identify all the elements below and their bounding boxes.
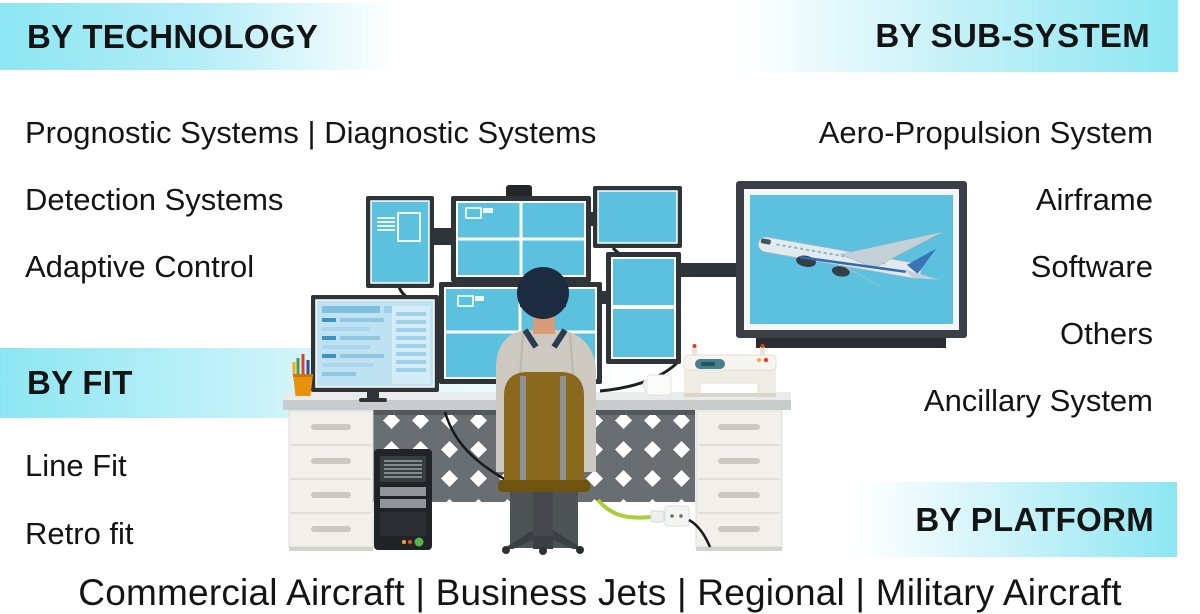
subsystem-item: Others	[1059, 316, 1153, 351]
subsystem-item: Ancillary System	[923, 383, 1153, 418]
monitor-icon-quad-top	[451, 196, 591, 282]
subsystem-item: Aero-Propulsion System	[818, 115, 1153, 150]
monitor-icon-dual-right	[606, 252, 681, 364]
subsystem-item: Airframe	[1035, 182, 1153, 217]
monitor-icon-dashboard	[311, 295, 439, 402]
technology-item: Adaptive Control	[25, 249, 255, 284]
monitor-icon-small-right	[593, 186, 682, 248]
pc-tower-icon	[374, 449, 432, 550]
printer-icon	[683, 344, 777, 397]
platform-items-line: Commercial Aircraft | Business Jets | Re…	[78, 572, 1122, 613]
monitor-icon-portrait	[366, 196, 434, 288]
section-band-technology: BY TECHNOLOGY	[0, 3, 430, 70]
section-band-platform: BY PLATFORM	[856, 482, 1177, 557]
wall-display-icon	[676, 181, 967, 348]
section-title-fit: BY FIT	[27, 364, 133, 401]
section-title-subsystem: BY SUB-SYSTEM	[875, 17, 1150, 54]
workstation-illustration	[283, 181, 967, 555]
section-band-subsystem: BY SUB-SYSTEM	[740, 0, 1178, 72]
technology-item: Prognostic Systems | Diagnostic Systems	[25, 115, 597, 150]
technology-item: Detection Systems	[25, 182, 284, 217]
pencil-cup-icon	[292, 354, 313, 396]
drawer-unit-left	[288, 410, 374, 551]
drawer-unit-right	[695, 410, 783, 551]
mug-icon	[642, 374, 672, 396]
fit-item: Line Fit	[25, 448, 127, 483]
subsystem-item: Software	[1030, 249, 1153, 284]
fit-item: Retro fit	[25, 516, 134, 551]
section-title-platform: BY PLATFORM	[915, 500, 1154, 538]
office-chair-icon	[498, 372, 590, 555]
section-title-technology: BY TECHNOLOGY	[27, 17, 319, 55]
